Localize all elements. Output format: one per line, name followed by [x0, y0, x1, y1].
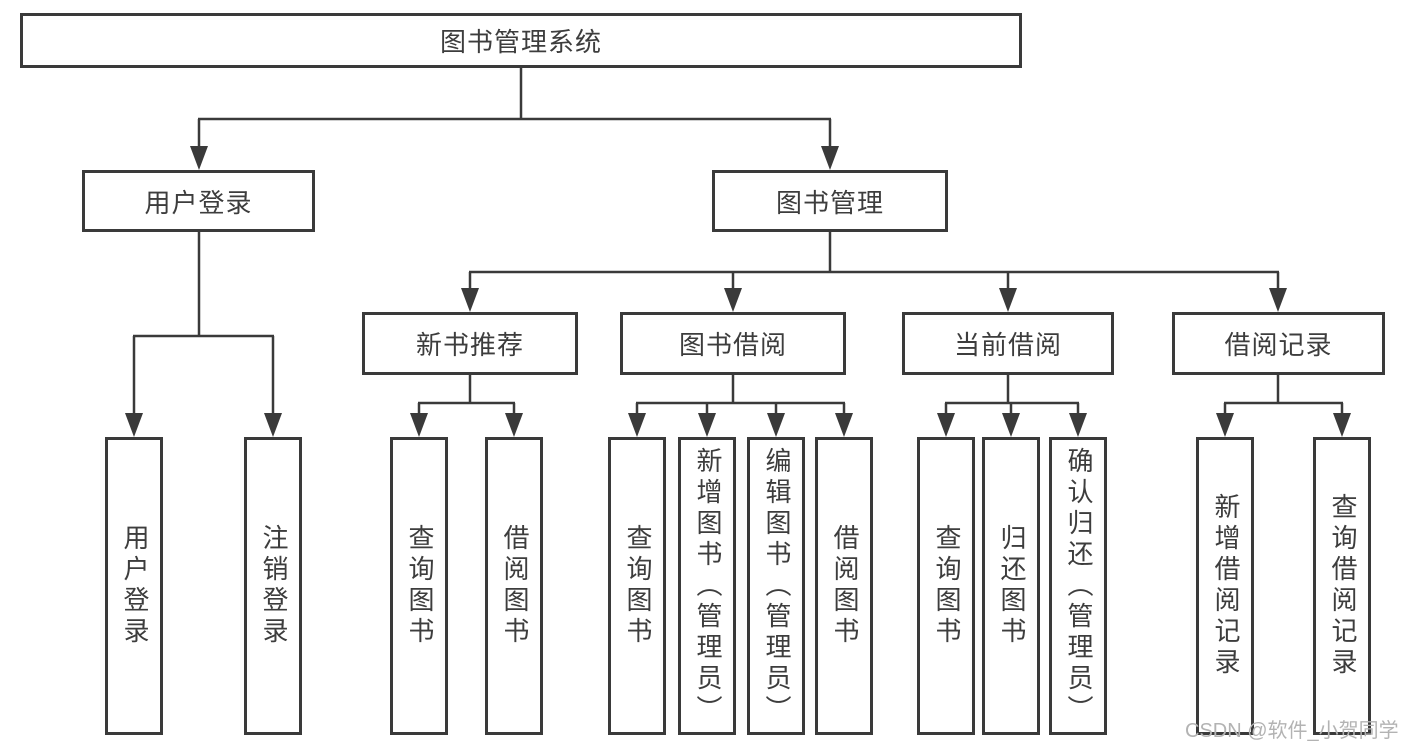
leaf-label: 归还图书	[996, 524, 1027, 648]
leaf-label: 新增图书（管理员）	[692, 446, 723, 726]
node-label: 当前借阅	[953, 330, 1062, 360]
leaf-borrow-add-books-admin: 新增图书（管理员）	[678, 437, 736, 735]
leaf-records-query-record: 查询借阅记录	[1313, 437, 1371, 735]
node-current-borrowing: 当前借阅	[902, 312, 1114, 375]
leaf-user-login: 用户登录	[105, 437, 163, 735]
node-label: 新书推荐	[415, 330, 524, 360]
leaf-label: 查询图书	[931, 524, 962, 648]
node-label: 图书借阅	[678, 330, 787, 360]
node-label: 图书管理系统	[439, 27, 602, 57]
node-user-login: 用户登录	[82, 170, 315, 232]
node-book-borrowing: 图书借阅	[620, 312, 846, 375]
node-label: 借阅记录	[1224, 330, 1333, 360]
leaf-logout: 注销登录	[244, 437, 302, 735]
leaf-label: 查询图书	[622, 524, 653, 648]
leaf-borrow-edit-books-admin: 编辑图书（管理员）	[747, 437, 805, 735]
arrowheads	[125, 146, 1351, 437]
leaf-current-query-books: 查询图书	[917, 437, 975, 735]
node-book-management: 图书管理	[712, 170, 948, 232]
leaf-label: 查询图书	[404, 524, 435, 648]
leaf-label: 查询借阅记录	[1327, 493, 1358, 679]
leaf-current-confirm-return-admin: 确认归还（管理员）	[1049, 437, 1107, 735]
node-library-management-system: 图书管理系统	[20, 13, 1022, 68]
node-label: 用户登录	[144, 187, 253, 218]
leaf-current-return-books: 归还图书	[982, 437, 1040, 735]
leaf-borrow-query-books: 查询图书	[608, 437, 666, 735]
leaf-label: 注销登录	[258, 524, 289, 648]
csdn-watermark: CSDN @软件_小贺同学	[1185, 720, 1399, 742]
leaf-newrec-query-books: 查询图书	[390, 437, 448, 735]
node-borrowing-records: 借阅记录	[1172, 312, 1385, 375]
leaf-label: 编辑图书（管理员）	[761, 446, 792, 726]
leaf-label: 确认归还（管理员）	[1063, 446, 1094, 726]
node-label: 图书管理	[775, 187, 884, 218]
leaf-newrec-borrow-books: 借阅图书	[485, 437, 543, 735]
leaf-records-add-record: 新增借阅记录	[1196, 437, 1254, 735]
leaf-label: 用户登录	[119, 524, 150, 648]
node-new-book-recommend: 新书推荐	[362, 312, 578, 375]
leaf-borrow-borrow-books: 借阅图书	[815, 437, 873, 735]
leaf-label: 新增借阅记录	[1210, 493, 1241, 679]
leaf-label: 借阅图书	[829, 524, 860, 648]
leaf-label: 借阅图书	[499, 524, 530, 648]
